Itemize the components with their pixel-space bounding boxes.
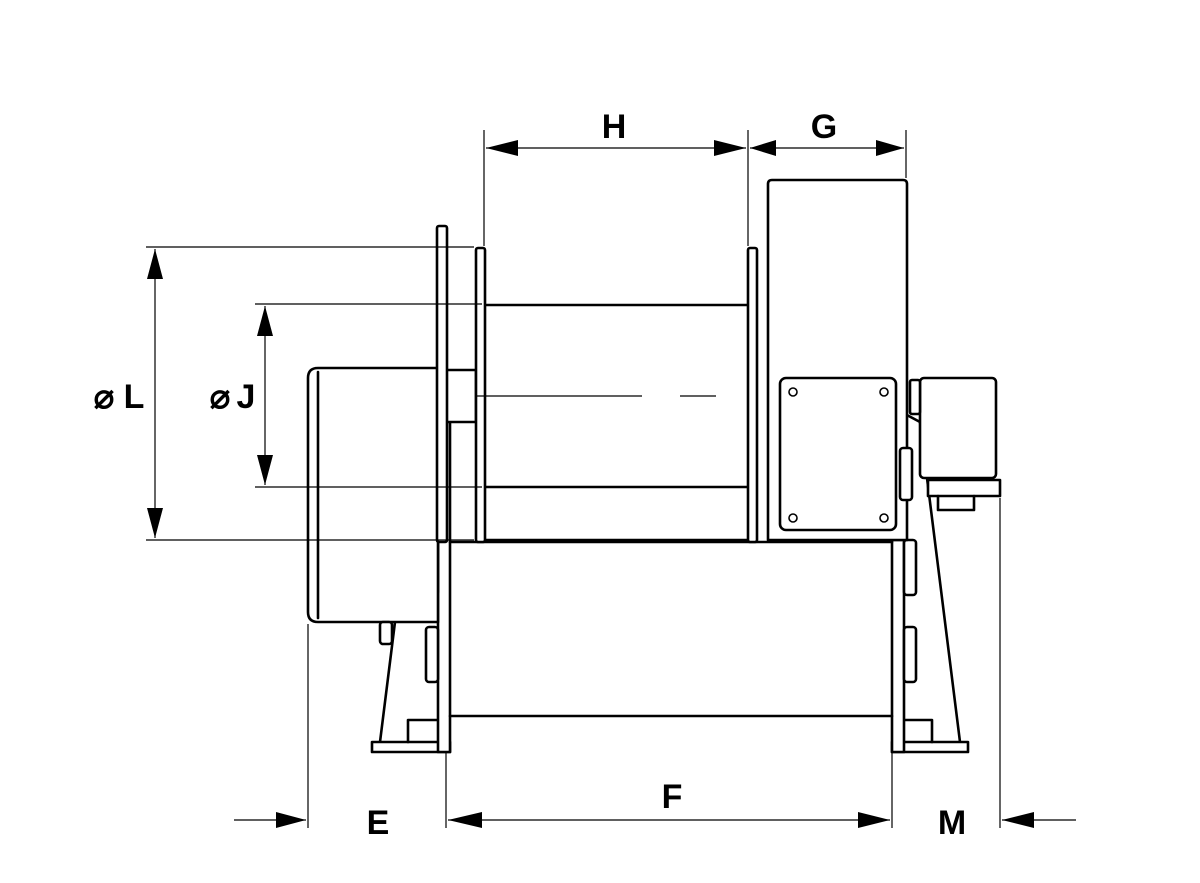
gear-housing (766, 178, 909, 542)
dimension-dia-j: ⌀ J (210, 306, 273, 485)
extension-lines (146, 130, 1001, 828)
label-l: L (124, 378, 145, 416)
right-bracket (898, 446, 914, 502)
diameter-symbol-j: ⌀ (210, 378, 231, 416)
dimension-h: H (486, 108, 746, 156)
drum-left-flange (474, 246, 487, 544)
dimension-g: G (750, 108, 904, 156)
label-f: F (662, 778, 683, 816)
dimension-e: E (234, 804, 389, 842)
dimension-f: F (448, 778, 890, 828)
dimension-dia-l: ⌀ L (94, 249, 163, 538)
label-e: E (367, 804, 390, 842)
drum-right-flange (746, 246, 759, 544)
label-h: H (602, 108, 627, 146)
drum (482, 303, 752, 542)
label-m: M (938, 804, 966, 842)
label-g: G (811, 108, 837, 146)
dimension-m: M (938, 804, 1076, 842)
hub-block (444, 368, 478, 424)
left-flange (435, 224, 449, 544)
lower-body (448, 540, 894, 718)
diameter-symbol-l: ⌀ (94, 378, 115, 416)
right-motor (908, 376, 1002, 512)
label-j: J (237, 378, 256, 416)
left-motor-housing (306, 366, 440, 646)
